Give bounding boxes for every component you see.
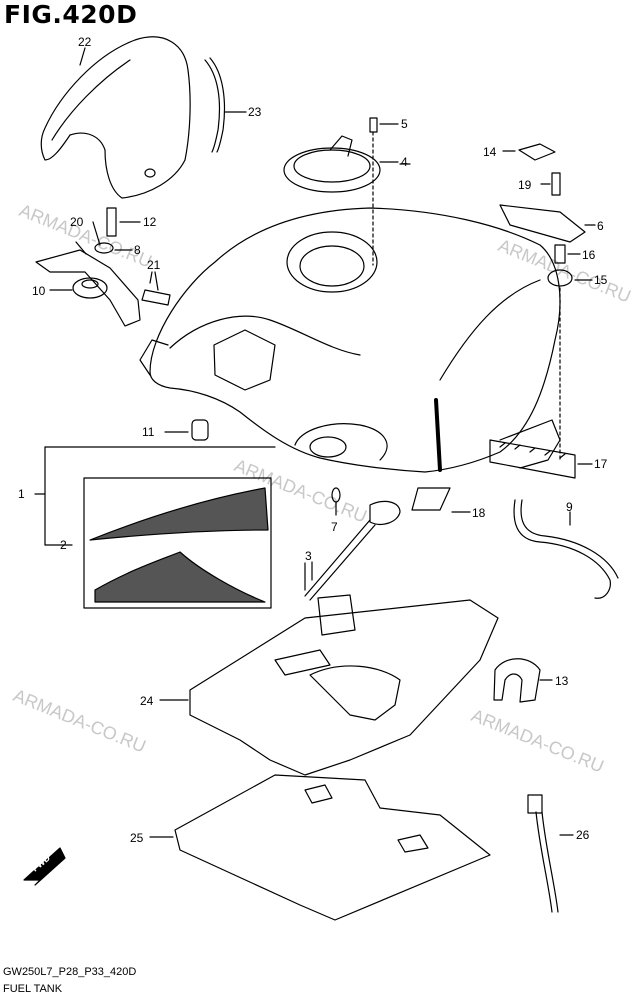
callout-13: 13 bbox=[555, 674, 569, 688]
callout-26: 26 bbox=[576, 828, 590, 842]
callout-4: 4 bbox=[401, 155, 408, 169]
part-20-bracket bbox=[35, 241, 141, 327]
fuel-tank-body bbox=[139, 207, 561, 473]
callout-23: 23 bbox=[248, 105, 262, 119]
watermark: ARMADA-CO.RU bbox=[11, 685, 149, 756]
callout-1: 1 bbox=[18, 487, 25, 501]
callout-20: 20 bbox=[70, 215, 84, 229]
part-4-fuel-cap bbox=[283, 135, 399, 193]
callout-2: 2 bbox=[60, 538, 67, 552]
part-7-clip bbox=[331, 487, 341, 516]
part-17-damper-pad bbox=[489, 439, 593, 479]
part-6-bracket bbox=[499, 204, 596, 243]
callout-9: 9 bbox=[566, 500, 573, 514]
part-3-fuel-pump bbox=[304, 500, 401, 636]
callout-16: 16 bbox=[582, 248, 596, 262]
part-16-collar bbox=[554, 244, 581, 264]
part-22-tank-cover bbox=[40, 36, 191, 199]
part-10-grommet bbox=[49, 277, 108, 299]
callout-5: 5 bbox=[401, 117, 408, 131]
figure-name: FUEL TANK bbox=[3, 983, 63, 995]
callout-8: 8 bbox=[134, 243, 141, 257]
callout-numbers: 22 23 5 4 14 19 6 16 15 20 12 8 21 10 11… bbox=[18, 35, 608, 845]
part-14-pad bbox=[502, 143, 556, 161]
callout-19: 19 bbox=[518, 178, 532, 192]
callout-18: 18 bbox=[472, 506, 486, 520]
part-2-decal-set bbox=[83, 477, 272, 609]
part-19-bolt bbox=[540, 172, 561, 196]
figure-code: GW250L7_P28_P33_420D bbox=[3, 966, 137, 978]
callout-22: 22 bbox=[78, 35, 92, 49]
figure-title: FIG.420D bbox=[4, 0, 138, 29]
watermark: ARMADA-CO.RU bbox=[469, 705, 607, 776]
callout-24: 24 bbox=[140, 694, 154, 708]
part-15-damper bbox=[547, 269, 593, 461]
callout-bracket-1-2 bbox=[34, 446, 276, 546]
callout-15: 15 bbox=[594, 273, 608, 287]
watermark: ARMADA-CO.RU bbox=[17, 200, 155, 271]
callout-10: 10 bbox=[32, 284, 46, 298]
part-23-strip bbox=[204, 57, 247, 153]
part-13-clamp bbox=[493, 658, 553, 703]
part-25-plate bbox=[149, 774, 491, 921]
part-5-cap-bolt bbox=[369, 117, 399, 266]
callout-11: 11 bbox=[142, 425, 155, 439]
callout-leaders bbox=[79, 47, 411, 591]
watermarks: ARMADA-CO.RU ARMADA-CO.RU ARMADA-CO.RU A… bbox=[11, 200, 631, 776]
callout-25: 25 bbox=[130, 831, 144, 845]
part-11-rubber-mount bbox=[164, 419, 209, 441]
callout-14: 14 bbox=[483, 145, 497, 159]
callout-3: 3 bbox=[305, 549, 312, 563]
part-12-bolt bbox=[106, 207, 141, 237]
callout-12: 12 bbox=[143, 215, 157, 229]
part-8-washer bbox=[94, 242, 133, 254]
part-21-cushion bbox=[141, 271, 171, 306]
part-26-cable-tie bbox=[527, 794, 574, 913]
callout-7: 7 bbox=[331, 520, 338, 534]
part-18-decal bbox=[411, 487, 471, 513]
callout-17: 17 bbox=[594, 457, 608, 471]
part-9-hose bbox=[513, 499, 619, 599]
fwd-arrow-icon bbox=[23, 847, 66, 886]
callout-6: 6 bbox=[597, 219, 604, 233]
part-24-insulator bbox=[159, 599, 499, 776]
callout-21: 21 bbox=[147, 258, 161, 272]
